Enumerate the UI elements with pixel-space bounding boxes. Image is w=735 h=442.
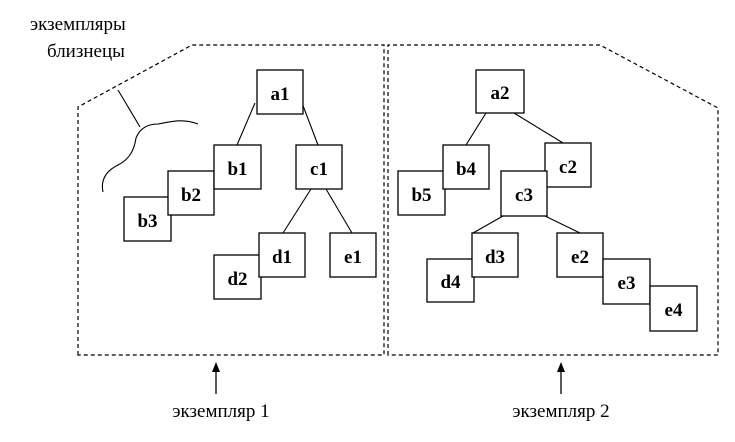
arrow-instance-1: [212, 362, 220, 394]
edge-c1-d1: [282, 188, 312, 234]
node-e2: e2: [556, 232, 604, 278]
instance-1-outline: [77, 44, 385, 356]
svg-text:d1: d1: [272, 247, 292, 268]
svg-text:e3: e3: [618, 273, 636, 294]
node-d2: d2: [213, 254, 262, 300]
node-d1: d1: [258, 232, 306, 278]
svg-text:b3: b3: [137, 211, 157, 232]
svg-text:c2: c2: [559, 157, 577, 178]
node-a2: a2: [475, 69, 525, 114]
twins-brace: [101, 120, 199, 193]
svg-text:b5: b5: [411, 185, 431, 206]
node-b3: b3: [123, 196, 172, 242]
svg-text:d2: d2: [227, 269, 247, 290]
node-e3: e3: [602, 258, 651, 305]
svg-text:b1: b1: [227, 159, 247, 180]
node-c3: c3: [500, 170, 548, 217]
svg-text:d4: d4: [440, 272, 461, 293]
node-b2: b2: [167, 170, 215, 216]
twins-label-line2: близнецы: [47, 41, 125, 62]
arrow-instance-2: [557, 362, 565, 394]
edge-c3-d3: [472, 215, 504, 234]
instance-1-label: экземпляр 1: [172, 401, 269, 422]
node-e1: e1: [329, 232, 377, 278]
twins-label-line1: экземпляры: [30, 14, 126, 35]
svg-text:e2: e2: [571, 247, 589, 268]
edge-a2-b4: [465, 112, 487, 146]
edge-a2-c2: [513, 112, 564, 144]
instance-2-outline: [387, 44, 719, 356]
instance-2-label: экземпляр 2: [512, 401, 609, 422]
svg-text:e1: e1: [344, 247, 362, 268]
edge-c3-e2: [544, 215, 581, 234]
node-c1: c1: [295, 144, 343, 190]
node-d3: d3: [471, 232, 519, 278]
node-b4: b4: [442, 144, 490, 190]
node-b1: b1: [213, 144, 262, 190]
svg-text:c1: c1: [310, 159, 328, 180]
twins-pointer-line: [117, 89, 141, 128]
svg-text:b2: b2: [181, 185, 201, 206]
node-c2: c2: [544, 142, 592, 188]
node-a1: a1: [256, 69, 304, 115]
svg-text:e4: e4: [665, 300, 683, 321]
svg-text:c3: c3: [515, 185, 533, 206]
edge-a1-b1: [236, 102, 256, 146]
edge-a1-c1: [301, 102, 319, 146]
node-e4: e4: [649, 285, 698, 332]
svg-text:a1: a1: [271, 84, 290, 105]
svg-text:b4: b4: [456, 159, 477, 180]
svg-text:d3: d3: [485, 247, 505, 268]
node-b5: b5: [397, 170, 446, 216]
svg-text:a2: a2: [491, 83, 510, 104]
edge-c1-e1: [325, 188, 353, 234]
node-d4: d4: [426, 258, 475, 303]
